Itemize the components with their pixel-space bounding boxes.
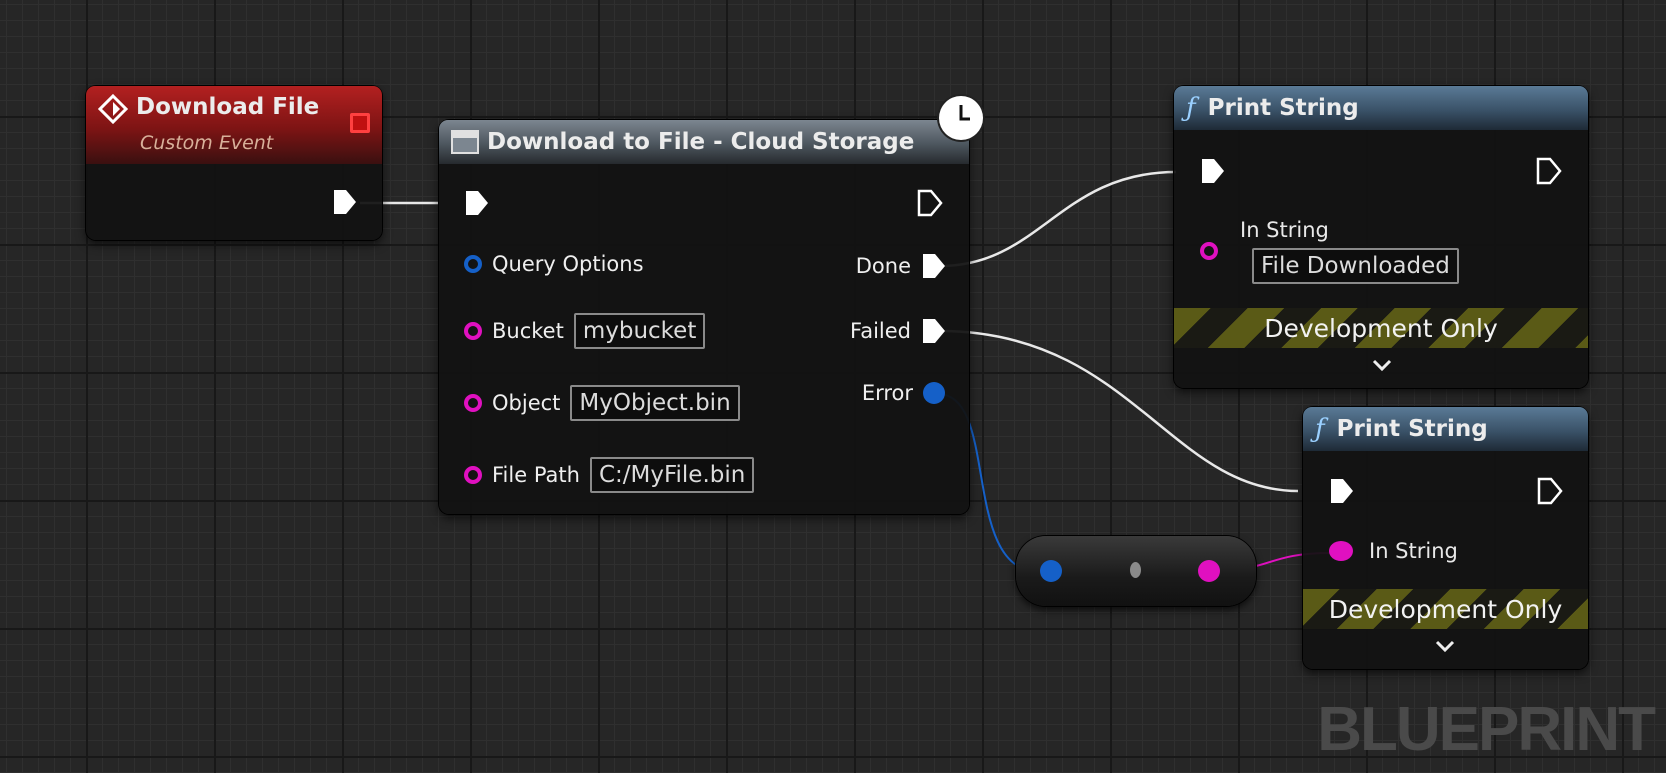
file-path-label: File Path [492,463,580,487]
struct-pin-filled-icon[interactable] [923,382,945,404]
object-input[interactable]: MyObject.bin [570,385,740,421]
event-node-title: Download File [136,94,320,120]
in-string-label: In String [1369,539,1458,563]
function-f-icon: ƒ [1186,93,1196,123]
string-pin-icon[interactable] [1200,242,1218,260]
bucket-input[interactable]: mybucket [573,313,706,349]
event-node-subtitle: Custom Event [140,132,274,154]
print-string-1-title: Print String [1207,95,1359,121]
event-diamond-icon [98,94,128,124]
print-string-node-2[interactable]: ƒ Print String In String Development Onl… [1303,407,1588,669]
download-node-title: Download to File - Cloud Storage [487,129,915,155]
done-row[interactable]: Done [856,252,947,280]
function-f-icon: ƒ [1315,414,1325,444]
chevron-down-icon[interactable] [1371,358,1393,372]
exec-out-pin[interactable] [1536,157,1562,185]
wire-exec-done [939,170,1177,268]
exec-in-pin[interactable] [1200,157,1226,185]
conversion-node[interactable] [1016,536,1256,606]
print-string-2-title: Print String [1336,416,1488,442]
error-row[interactable]: Error [862,381,945,405]
string-pin-icon[interactable] [464,394,482,412]
exec-pin-icon[interactable] [921,317,947,345]
query-options-row[interactable]: Query Options [464,252,644,276]
exec-out-pin[interactable] [1537,477,1563,505]
string-pin-icon[interactable] [464,322,482,340]
object-row[interactable]: Object MyObject.bin [464,385,740,421]
latent-clock-icon [939,96,983,140]
failed-row[interactable]: Failed [850,317,947,345]
file-path-input[interactable]: C:/MyFile.bin [589,457,755,493]
error-label: Error [861,381,913,405]
blueprint-watermark: BLUEPRINT [1317,695,1656,764]
string-pin-filled-icon[interactable] [1198,560,1220,582]
object-label: Object [492,391,561,415]
in-string-label: In String [1240,218,1329,242]
done-label: Done [855,254,911,278]
chevron-down-icon[interactable] [1434,639,1456,653]
exec-pin-icon[interactable] [921,252,947,280]
print-string-2-header[interactable]: ƒ Print String [1303,407,1588,451]
event-node-header[interactable]: Download File Custom Event [86,86,382,164]
print-string-node-1[interactable]: ƒ Print String In String File Downloaded… [1174,86,1588,388]
download-node-header[interactable]: Download to File - Cloud Storage [439,120,969,164]
function-window-icon [451,130,479,154]
download-to-file-node[interactable]: Download to File - Cloud Storage Query O… [439,120,969,514]
string-pin-filled-icon[interactable] [1329,541,1353,561]
file-path-row[interactable]: File Path C:/MyFile.bin [464,457,755,493]
failed-label: Failed [850,319,911,343]
string-pin-icon[interactable] [464,466,482,484]
stop-square-icon[interactable] [350,113,370,133]
exec-out-pin[interactable] [917,189,943,217]
exec-pin-icon[interactable] [332,188,358,216]
struct-pin-icon[interactable] [464,255,482,273]
exec-in-pin[interactable] [464,189,490,217]
development-only-strip: Development Only [1174,308,1588,348]
bucket-label: Bucket [492,319,564,343]
print-string-1-header[interactable]: ƒ Print String [1174,86,1588,130]
exec-in-pin[interactable] [1329,477,1355,505]
in-string-input[interactable]: File Downloaded [1252,248,1459,284]
development-only-strip: Development Only [1303,589,1588,629]
custom-event-node[interactable]: Download File Custom Event [86,86,382,240]
bucket-row[interactable]: Bucket mybucket [464,313,706,349]
query-options-label: Query Options [492,252,644,276]
struct-pin-filled-icon[interactable] [1040,560,1062,582]
conversion-dot-icon [1130,562,1141,578]
